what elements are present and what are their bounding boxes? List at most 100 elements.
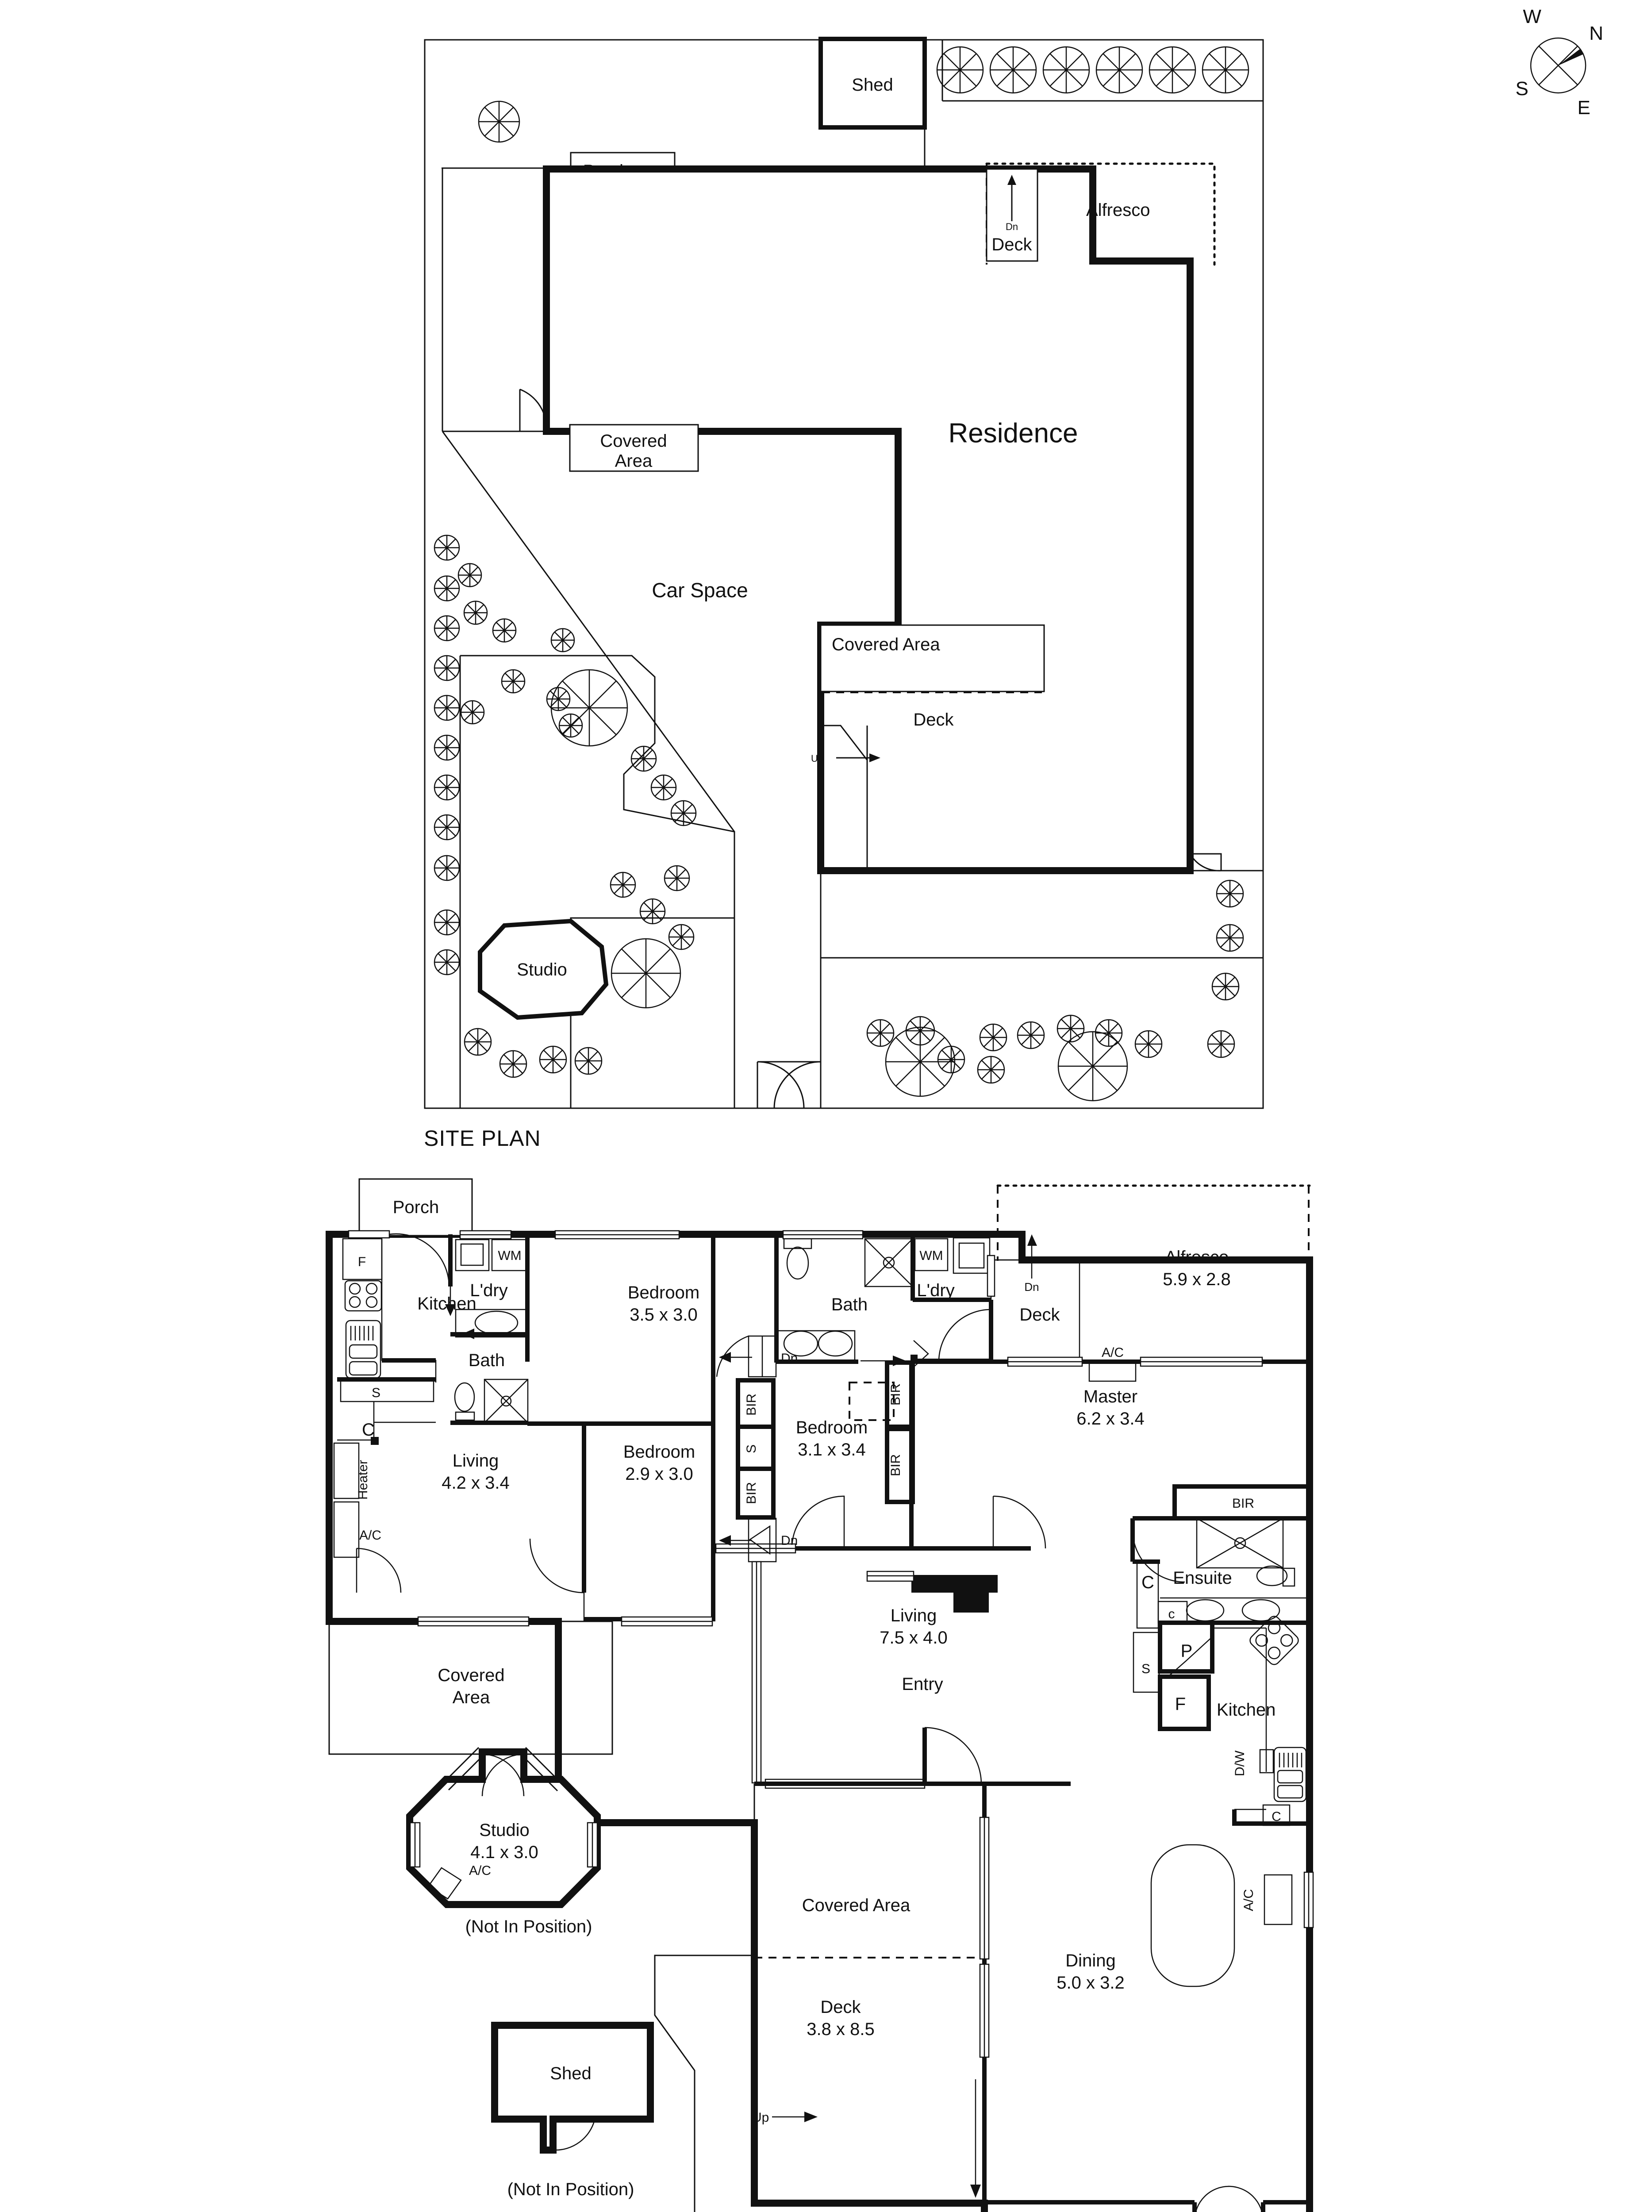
fp-heater-ac-left: Heater A/C <box>333 1442 402 1593</box>
site-tree-row-midright <box>610 745 697 950</box>
site-deck-dn-label: Dn <box>1006 221 1018 232</box>
fp-master: Master 6.2 x 3.4 A/C <box>911 1345 1310 1551</box>
fp-ldry-left: WM L'dry <box>445 1234 530 1362</box>
compass-label-south: S <box>1515 78 1528 100</box>
fp-cupboard-small-label: c <box>1168 1607 1175 1621</box>
site-tree-row-top <box>936 46 1249 94</box>
fp-kitchen-right-label: Kitchen <box>1217 1700 1275 1720</box>
fp-cupboard-right-label: C <box>1141 1573 1154 1592</box>
site-residence-label: Residence <box>949 418 1078 449</box>
fp-bedroom-31-label: Bedroom <box>796 1418 868 1437</box>
fp-bedroom-35: Bedroom 3.5 x 3.0 <box>527 1234 715 1426</box>
fp-living-75-dims: 7.5 x 4.0 <box>880 1628 947 1647</box>
fp-sink-left-label: S <box>372 1386 380 1400</box>
fp-living-42: Living 4.2 x 3.4 <box>442 1451 509 1493</box>
site-tree-big-4 <box>1057 1031 1128 1102</box>
fp-deck-main-label: Deck <box>820 1997 861 2017</box>
site-tree-big-1 <box>550 669 628 747</box>
fp-alfresco: Alfresco 5.9 x 2.8 <box>996 1184 1311 1289</box>
site-boundary <box>424 39 1264 1109</box>
fp-bath-left-label: Bath <box>469 1351 505 1370</box>
fp-shed-not-in-position: (Not In Position) <box>507 2180 634 2199</box>
fp-ensuite: BIR Ensuite C c <box>1130 1484 1312 1629</box>
fp-fridge-right-label: F <box>1175 1694 1186 1714</box>
fp-covered-area-main-label: Covered Area <box>802 1896 911 1915</box>
fp-ensuite-label: Ensuite <box>1173 1568 1232 1588</box>
site-tree-big-3 <box>885 1026 956 1097</box>
fp-fireplace <box>911 1575 998 1613</box>
fp-wm-left-label: WM <box>498 1248 521 1263</box>
fp-porch-label: Porch <box>393 1198 439 1217</box>
site-deck-top-label: Deck <box>991 235 1032 254</box>
fp-deck-main-dims: 3.8 x 8.5 <box>807 2020 874 2039</box>
fp-shed-label: Shed <box>550 2064 591 2083</box>
fp-cupboard-dining-label: C <box>1272 1809 1281 1824</box>
fp-windows-master <box>1007 1356 1263 1367</box>
fp-bir-master-label: BIR <box>1232 1496 1254 1511</box>
fp-wm-mid-label: WM <box>919 1248 943 1263</box>
site-shed-label: Shed <box>852 75 893 95</box>
fp-bath-mid-label: Bath <box>831 1295 868 1314</box>
fp-ac-master-label: A/C <box>1102 1345 1124 1360</box>
site-covered-area-2-label: Covered Area <box>832 635 940 654</box>
site-tree-row-bottomleft <box>464 1028 603 1078</box>
site-gate <box>757 1061 822 1109</box>
site-shed: Shed <box>818 37 927 130</box>
fp-sink-right-label: S <box>1141 1662 1150 1676</box>
site-residence-outline <box>543 165 1194 874</box>
fp-covered-area-left-line1: Covered <box>438 1666 504 1685</box>
fp-bedroom-35-dims: 3.5 x 3.0 <box>630 1305 697 1325</box>
fp-kitchen-left-label: Kitchen <box>417 1294 476 1313</box>
fp-deck-top-label: Deck <box>1019 1305 1060 1325</box>
fp-heater-label: Heater <box>356 1460 370 1500</box>
fp-dn-2-label: Dn <box>781 1533 798 1548</box>
fp-master-dims: 6.2 x 3.4 <box>1076 1409 1144 1429</box>
site-deck-mid-label: Deck <box>913 710 954 730</box>
fp-porch: Porch <box>358 1178 473 1237</box>
site-plan-title: SITE PLAN <box>424 1126 541 1151</box>
site-covered-area-2: Covered Area <box>820 624 1045 693</box>
fp-bedroom-29-label: Bedroom <box>623 1442 695 1462</box>
fp-bedroom-29-dims: 2.9 x 3.0 <box>625 1464 693 1484</box>
fp-alfresco-label: Alfresco <box>1165 1248 1229 1267</box>
site-deck-up-label: Up <box>811 753 823 764</box>
fp-bath-mid: Bath <box>774 1234 929 1367</box>
fp-covered-area-left: Covered Area <box>328 1621 613 1755</box>
fp-studio-inset: A/C Studio 4.1 x 3.0 (Not In Position) <box>406 1747 601 1936</box>
compass-rose: W N S E <box>1515 6 1603 119</box>
site-car-space-label: Car Space <box>652 579 748 602</box>
site-studio-label: Studio <box>517 960 567 979</box>
fp-bir-3-label: BIR <box>888 1383 903 1406</box>
fp-ac-living-label: A/C <box>359 1528 381 1543</box>
floorplan-outer-wall <box>326 1231 1313 2212</box>
fp-dishwasher-label: D/W <box>1233 1750 1247 1776</box>
compass-label-north: N <box>1589 23 1603 44</box>
site-covered-area-1-line2: Area <box>615 451 653 471</box>
fp-cupboard-left-label: C <box>362 1420 375 1440</box>
fp-living-75-label: Living <box>891 1606 937 1625</box>
fp-pantry-label: P <box>1181 1641 1193 1661</box>
fp-bedroom-31: Bedroom 3.1 x 3.4 <box>715 1363 914 1554</box>
fp-covered-area-left-line2: Area <box>453 1688 490 1707</box>
fp-kitchen-left: F S C Kitchen <box>337 1230 476 1445</box>
site-deck-mid: Deck Up <box>811 691 954 871</box>
compass-label-east: E <box>1577 97 1590 119</box>
fp-bir-stack: Dn BIR S BIR Dn BIR BIR <box>716 1335 915 1563</box>
fp-studio-dims: 4.1 x 3.0 <box>470 1843 538 1862</box>
site-tree-big-2 <box>611 938 681 1009</box>
fp-bir-1-label: BIR <box>744 1394 759 1416</box>
fp-ac-studio-label: A/C <box>469 1863 491 1878</box>
fp-deck-up-label: Up <box>752 2110 769 2125</box>
fp-windows-living-bottom <box>417 1616 713 1627</box>
fp-kitchen-right: P F S Kitchen D/W <box>1133 1616 1310 1826</box>
fp-dining-dims: 5.0 x 3.2 <box>1057 1973 1124 1993</box>
site-tree-row-bottomright <box>866 879 1244 1084</box>
fp-bedroom-31-dims: 3.1 x 3.4 <box>798 1440 865 1459</box>
fp-bir-4-label: BIR <box>888 1454 903 1476</box>
fp-fridge-left-label: F <box>358 1255 366 1269</box>
fp-ldry-mid-label: L'dry <box>917 1281 954 1300</box>
fp-bedroom-29: Bedroom 2.9 x 3.0 <box>529 1424 715 1621</box>
compass-label-west: W <box>1523 6 1541 27</box>
